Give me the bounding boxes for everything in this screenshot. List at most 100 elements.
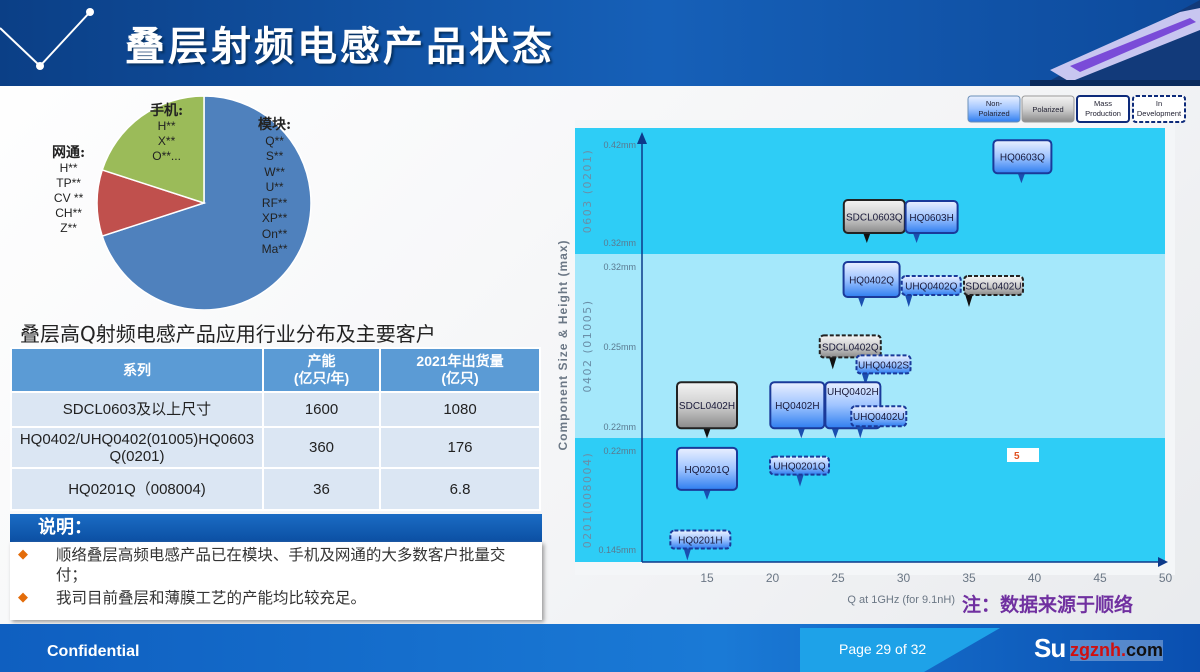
emblem-glyph-icon: 5 — [1014, 451, 1020, 462]
company-logo: Su — [1034, 633, 1066, 663]
footer-bar: Confidential Page 29 of 32 Su zgznh.com — [0, 624, 1200, 672]
legend-label: Development — [1137, 109, 1182, 118]
cell-shipment: 176 — [379, 426, 541, 469]
callout-pointer-icon — [912, 232, 921, 243]
pie-slice-模块 — [101, 95, 312, 310]
callout-box — [769, 381, 826, 430]
callout-box — [818, 334, 882, 359]
train-decoration-icon — [1030, 0, 1200, 86]
band-label: 0402 (01005) — [581, 299, 594, 392]
product-label: HQ0603H — [909, 213, 953, 224]
header-banner: 叠层射频电感产品状态 — [0, 0, 1200, 86]
cell-capacity: 36 — [262, 467, 381, 511]
product-callout: UHQ0402S — [855, 354, 912, 386]
cell-series: HQ0402/UHQ0402(01005)HQ0603Q(0201) — [10, 426, 264, 469]
diamond-bullet-icon: ◆ — [18, 547, 28, 562]
pie-label-network: 网通:H**TP**CV **CH**Z** — [52, 145, 86, 236]
pie-slice-手机 — [101, 95, 205, 205]
product-callout: HQ0402H — [769, 381, 826, 439]
callout-box — [850, 405, 908, 428]
callout-box — [676, 446, 738, 491]
x-tick-label: 50 — [1159, 571, 1173, 585]
product-callout: SDCL0402U — [963, 275, 1024, 307]
cell-series: SDCL0603及以上尺寸 — [10, 391, 264, 428]
x-tick-label: 30 — [897, 571, 911, 585]
callout-pointer-icon — [703, 488, 711, 500]
y-tick-label: 0.32mm — [603, 238, 636, 248]
note-text: 我司目前叠层和薄膜工艺的产能均比较充足。 — [56, 589, 367, 607]
callout-pointer-icon — [831, 427, 840, 439]
product-label: UHQ0402Q — [905, 282, 957, 293]
note-item: ◆顺络叠层高频电感产品已在模块、手机及网通的大多数客户批量交付； — [18, 545, 534, 585]
product-label: UHQ0402S — [858, 360, 909, 371]
product-label: UHQ0201Q — [773, 462, 825, 473]
page-title: 叠层射频电感产品状态 — [125, 24, 555, 70]
industry-pie-chart — [96, 95, 312, 310]
product-label: HQ0402Q — [849, 276, 894, 287]
line-chart-decoration-icon — [0, 8, 94, 70]
table-header-row: 系列 产能(亿只/年) 2021年出货量(亿只) — [10, 347, 541, 393]
callout-pointer-icon — [856, 425, 865, 439]
y-tick-label: 0.145mm — [598, 545, 636, 555]
y-axis-arrow-icon — [637, 132, 647, 144]
cell-capacity: 360 — [262, 426, 381, 469]
product-callout: HQ0603Q — [992, 139, 1053, 184]
watermark: zgznh.com — [1070, 640, 1164, 661]
band-label: 0603 (0201) — [581, 149, 594, 234]
product-callout: HQ0201H — [669, 529, 732, 561]
callout-box — [992, 139, 1053, 175]
col-header-shipment: 2021年出货量(亿只) — [379, 347, 541, 393]
callout-box — [904, 200, 959, 234]
y-tick-label: 0.25mm — [603, 342, 636, 352]
callout-box — [963, 275, 1024, 296]
callout-pointer-icon — [862, 232, 871, 243]
legend-label: In — [1156, 99, 1162, 108]
product-callout: SDCL0402H — [676, 381, 738, 439]
page-number: Page 29 of 32 — [839, 641, 927, 657]
product-callout: HQ0201Q — [676, 446, 738, 500]
x-axis-arrow-icon — [1158, 557, 1168, 567]
product-label: SDCL0402U — [965, 282, 1021, 293]
x-tick-label: 45 — [1093, 571, 1107, 585]
product-label: SDCL0402Q — [822, 342, 879, 353]
emblem-icon — [1007, 448, 1039, 462]
callout-box — [769, 455, 831, 476]
pie-label-phone: 手机:H**X**O**... — [150, 103, 184, 164]
col-header-capacity: 产能(亿只/年) — [262, 347, 381, 393]
product-callout: UHQ0402U — [850, 405, 908, 439]
legend-swatch — [1021, 95, 1075, 123]
y-axis-title: Component Size & Height (max) — [556, 239, 570, 450]
callout-box — [669, 529, 732, 550]
callout-pointer-icon — [703, 427, 711, 439]
product-label: SDCL0603Q — [846, 213, 903, 224]
callout-pointer-icon — [857, 296, 866, 307]
notes-body: ◆顺络叠层高频电感产品已在模块、手机及网通的大多数客户批量交付； ◆ 我司目前叠层… — [10, 542, 542, 620]
product-callout: UHQ0402Q — [900, 275, 962, 307]
legend-label: Polarized — [1032, 105, 1063, 114]
x-tick-label: 25 — [831, 571, 845, 585]
product-label: HQ0201H — [678, 536, 722, 547]
y-tick-label: 0.42mm — [603, 140, 636, 150]
diamond-bullet-icon: ◆ — [18, 590, 28, 605]
x-tick-label: 40 — [1028, 571, 1042, 585]
product-callout: HQ0402Q — [842, 261, 901, 307]
product-label: HQ0402H — [775, 401, 819, 412]
product-callout: UHQ0201Q — [769, 455, 831, 487]
legend-swatch — [967, 95, 1021, 123]
callout-pointer-icon — [965, 294, 973, 307]
callout-pointer-icon — [683, 547, 692, 561]
callout-box — [842, 261, 901, 298]
callout-box — [900, 275, 962, 296]
product-label: HQ0201Q — [684, 465, 729, 476]
legend-swatch — [1132, 95, 1186, 123]
x-tick-label: 35 — [962, 571, 976, 585]
section-subtitle: 叠层高Q射频电感产品应用行业分布及主要客户 — [20, 322, 436, 346]
product-label: UHQ0402H — [827, 387, 879, 398]
product-label: UHQ0402U — [853, 412, 905, 423]
y-tick-label: 0.32mm — [603, 262, 636, 272]
callout-box — [855, 354, 912, 375]
